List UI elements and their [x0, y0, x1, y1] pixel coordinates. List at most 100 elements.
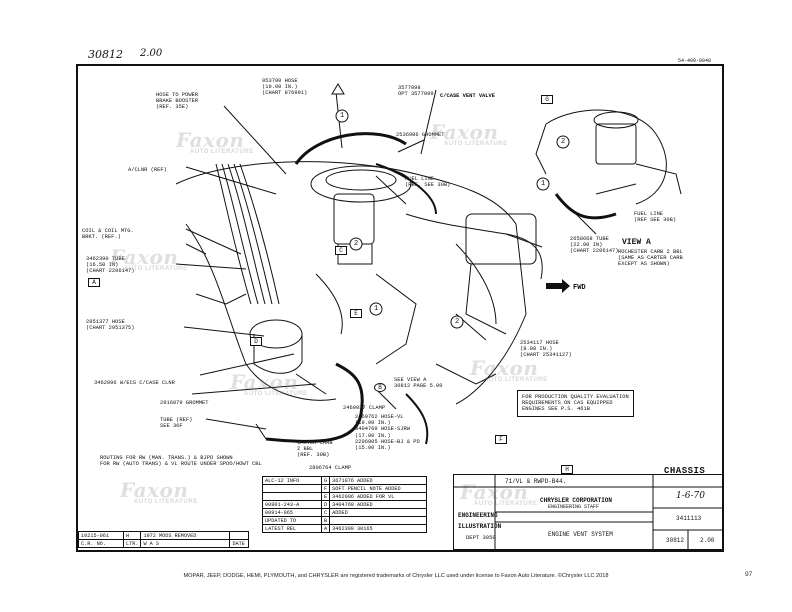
rev-letter: D — [320, 500, 331, 509]
label-carter-carb: CARTER CARB 2 BBL (REF. 30B) — [297, 440, 333, 459]
fwd-label: FWD — [573, 284, 586, 292]
view-a-title: VIEW A — [622, 238, 651, 247]
rev-change — [329, 516, 428, 525]
zone-letter: A — [88, 278, 100, 287]
column-header: DATE — [229, 539, 250, 548]
models-text: 71/VL & RWPD-B44. — [505, 478, 567, 485]
drawing-code: 54-400-0040 — [678, 58, 712, 64]
rev-letter: B — [320, 516, 331, 525]
rev-letter: A — [320, 524, 331, 533]
circled-number: 1 — [541, 180, 546, 188]
rev-change: ADDED — [329, 508, 428, 517]
rev-change: SOFT PENCIL NOTE ADDED — [329, 484, 428, 493]
label-air-cleaner: A/CLNR (REF) — [128, 167, 167, 173]
zone-letter: E — [350, 309, 362, 318]
zone-letter: G — [541, 95, 553, 104]
left-revision-table: 10215-061 H 1972 MODS REMOVED C.R. NO. L… — [78, 531, 250, 548]
rev-letter: F — [320, 484, 331, 493]
rev-change: 3671076 ADDED — [329, 476, 428, 485]
quality-note: FOR PRODUCTION QUALITY EVALUATION REQUIR… — [517, 390, 634, 417]
column-header: LTR. — [122, 539, 142, 548]
circled-number: 1 — [340, 112, 345, 120]
label-clamp-2806764: 2806764 CLAMP — [309, 465, 352, 471]
dept-label: DEPT 3050 — [466, 534, 496, 541]
label-fuel-line: FUEL LINE (REF. SEE 30B) — [405, 176, 451, 189]
circled-number: 2 — [455, 318, 460, 326]
rev-change: 3404769 ADDED — [329, 500, 428, 509]
rev-desc: ALC-12 INFO — [262, 476, 322, 485]
engineering-staff: ENGINEERING STAFF — [548, 504, 600, 510]
rev-letter: C — [320, 508, 331, 517]
label-tube-ref: TUBE (REF) SEE 36F — [160, 417, 193, 430]
label-tube-3462390: 3462390 TUBE (16.50 IN) (CHART 2206147) — [86, 256, 135, 275]
zone-letter: B — [374, 383, 386, 392]
page-number: 97 — [745, 571, 753, 578]
drawing-title: ENGINE VENT SYSTEM — [548, 531, 613, 538]
title-block-grid — [453, 474, 723, 550]
circled-number: 2 — [561, 138, 566, 146]
rev-letter: G — [320, 476, 331, 485]
label-see-view-a: SEE VIEW A 30812 PAGE 5.00 — [394, 377, 443, 390]
label-ccase-vent-valve: C/CASE VENT VALVE — [440, 93, 495, 99]
drawing-date: 1-6-70 — [676, 491, 705, 501]
handwritten-revision: 2.00 — [140, 48, 163, 59]
label-valve-codes: 3577098 OPT 3577099 — [398, 85, 434, 98]
engine-illustration — [175, 83, 682, 445]
chassis-label: CHASSIS — [664, 466, 706, 476]
number-code: 3411113 — [676, 515, 702, 522]
label-coil-mtg: COIL & COIL MTG. BRKT. (REF.) — [82, 228, 134, 241]
title-block — [453, 474, 723, 550]
rev-change: 1972 MODS REMOVED — [140, 531, 231, 540]
zone-letter: D — [250, 337, 262, 346]
table-row: C.R. NO. LTR. W A S DATE — [78, 539, 250, 548]
label-hose-2534117: 2534117 HOSE (8.88 IN.) (CHART 25341127) — [520, 340, 572, 359]
sheet-revision: 2.00 — [700, 537, 715, 544]
zone-letter: F — [495, 435, 507, 444]
rev-desc: UPDATED TO — [262, 516, 322, 525]
circled-number: 1 — [374, 305, 379, 313]
label-fuel-line-view-a: FUEL LINE (REF SEE 30B) — [634, 211, 677, 224]
rev-desc: LATEST REL — [262, 524, 322, 533]
label-tube-2658668: 2658668 TUBE (22.00 IN) (CHART 2206147) — [570, 236, 619, 255]
rev-desc — [262, 492, 322, 501]
rev-desc: 00801-243-A — [262, 500, 322, 509]
blank-cell — [229, 531, 250, 540]
label-grommet-2536986: 2536986 GROMMET — [396, 132, 445, 138]
rev-desc: 00914-065 — [262, 508, 322, 517]
label-hose-953700: 953700 HOSE (19.00 IN.) (CHART 876991) — [262, 78, 308, 97]
label-hose-2460762: 2460762 HOSE-VL (19.00 IN.) 3404769 HOSE… — [355, 414, 420, 452]
label-grommet-2916079: 2916079 GROMMET — [160, 400, 209, 406]
rev-change: 3462390 30165 — [329, 524, 428, 533]
trademark-footer: MOPAR, JEEP, DODGE, HEMI, PLYMOUTH, and … — [183, 573, 609, 579]
label-power-brake-hose: HOSE TO POWER BRAKE BOOSTER (REF. 35E) — [156, 92, 199, 111]
label-routing-note: ROUTING FOR RW (MAN. TRANS.) & BJPD SHOW… — [100, 455, 262, 468]
engineering-label: ENGINEERING — [458, 512, 498, 519]
drawing-sheet — [76, 64, 724, 552]
column-header: W A S — [140, 539, 231, 548]
zone-letter: H — [561, 465, 573, 474]
circled-number: 2 — [354, 240, 359, 248]
table-row: 10215-061 H 1972 MODS REMOVED — [78, 531, 250, 540]
rev-letter: E — [320, 492, 331, 501]
rev-letter: H — [122, 531, 142, 540]
illustration-label: ILLUSTRATION — [458, 523, 502, 530]
rev-code: 10215-061 — [78, 531, 124, 540]
zone-letter: C — [335, 246, 347, 255]
column-header: C.R. NO. — [78, 539, 124, 548]
sheet-number: 30812 — [666, 537, 685, 544]
label-hose-2951377: 2951377 HOSE (CHART 2951375) — [86, 319, 135, 332]
rev-desc — [262, 484, 322, 493]
